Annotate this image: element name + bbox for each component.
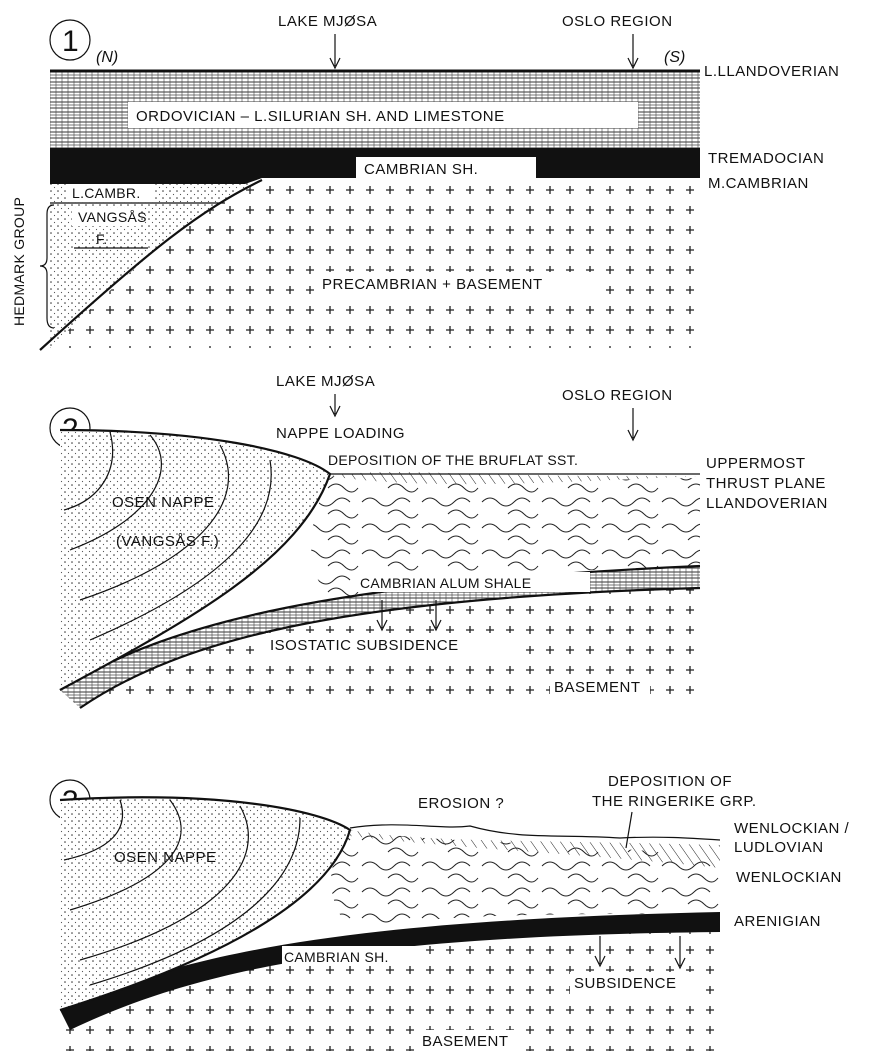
arenigian-label: ARENIGIAN: [734, 913, 821, 930]
cambrian-sh-label: CAMBRIAN SH.: [364, 161, 478, 178]
oslo-region-arrow-1: [628, 34, 638, 68]
ringerike-pointer: [626, 812, 632, 848]
lake-mjosa-arrow-1: [330, 34, 340, 68]
precambrian-label: PRECAMBRIAN + BASEMENT: [322, 276, 543, 293]
osen-nappe-label-3: OSEN NAPPE: [114, 849, 217, 866]
bruflat-label: DEPOSITION OF THE BRUFLAT SST.: [328, 452, 578, 468]
l-llandoverian-label: L.LLANDOVERIAN: [704, 63, 839, 80]
vangsas-label-p2: (VANGSÅS F.): [116, 533, 219, 550]
ordovician-label: ORDOVICIAN – L.SILURIAN SH. AND LIMESTON…: [136, 108, 505, 125]
tremadocian-label: TREMADOCIAN: [708, 150, 824, 167]
vangsas-label-2: F.: [96, 231, 108, 247]
vangsas-label-1: VANGSÅS: [78, 209, 147, 225]
oslo-region-label-2: OSLO REGION: [562, 387, 673, 404]
basement-label-2: BASEMENT: [554, 679, 641, 696]
m-cambrian-label: M.CAMBRIAN: [708, 175, 809, 192]
oslo-region-arrow-2: [628, 408, 638, 440]
alum-shale-label: CAMBRIAN ALUM SHALE: [360, 575, 531, 591]
lake-mjosa-label-2: LAKE MJØSA: [276, 373, 375, 390]
panel-1-number: 1: [62, 25, 79, 58]
oslo-region-label-1: OSLO REGION: [562, 13, 673, 30]
erosion-label: EROSION ?: [418, 795, 504, 812]
l-cambr-label: L.CAMBR.: [72, 185, 141, 201]
wenlockian-label-3: WENLOCKIAN: [736, 869, 842, 886]
panel-1: 1 (N) (S) LAKE MJØSA OSLO REGION ORDOVIC…: [11, 13, 839, 350]
subsidence-label-3: SUBSIDENCE: [574, 975, 677, 992]
north-label: (N): [96, 49, 118, 66]
basement-label-3: BASEMENT: [422, 1033, 509, 1050]
wenlockian-ludlovian-label-1: WENLOCKIAN /: [734, 820, 850, 837]
wenlockian-ludlovian-label-2: LUDLOVIAN: [734, 839, 824, 856]
ringerike-label-2: THE RINGERIKE GRP.: [592, 793, 757, 810]
hedmark-group-label: HEDMARK GROUP: [11, 197, 27, 326]
panel-2: 2 LAKE MJØSA NAPPE LOADING OSLO REGION D…: [50, 373, 828, 708]
thrust-plane-label: THRUST PLANE: [706, 475, 826, 492]
llandoverian-label-2: LLANDOVERIAN: [706, 495, 828, 512]
lake-mjosa-label-1: LAKE MJØSA: [278, 13, 377, 30]
south-label: (S): [664, 49, 685, 66]
panel-3: 3 OSEN NAPPE EROSION ? DEPOSITION OF THE…: [50, 773, 850, 1051]
cambrian-sh-label-3: CAMBRIAN SH.: [284, 949, 389, 965]
lake-mjosa-arrow-2: [330, 394, 340, 416]
nappe-loading-label: NAPPE LOADING: [276, 425, 405, 442]
osen-nappe-label-2: OSEN NAPPE: [112, 494, 215, 511]
uppermost-label: UPPERMOST: [706, 455, 806, 472]
ringerike-label-1: DEPOSITION OF: [608, 773, 732, 790]
isostatic-subsidence-label: ISOSTATIC SUBSIDENCE: [270, 637, 459, 654]
